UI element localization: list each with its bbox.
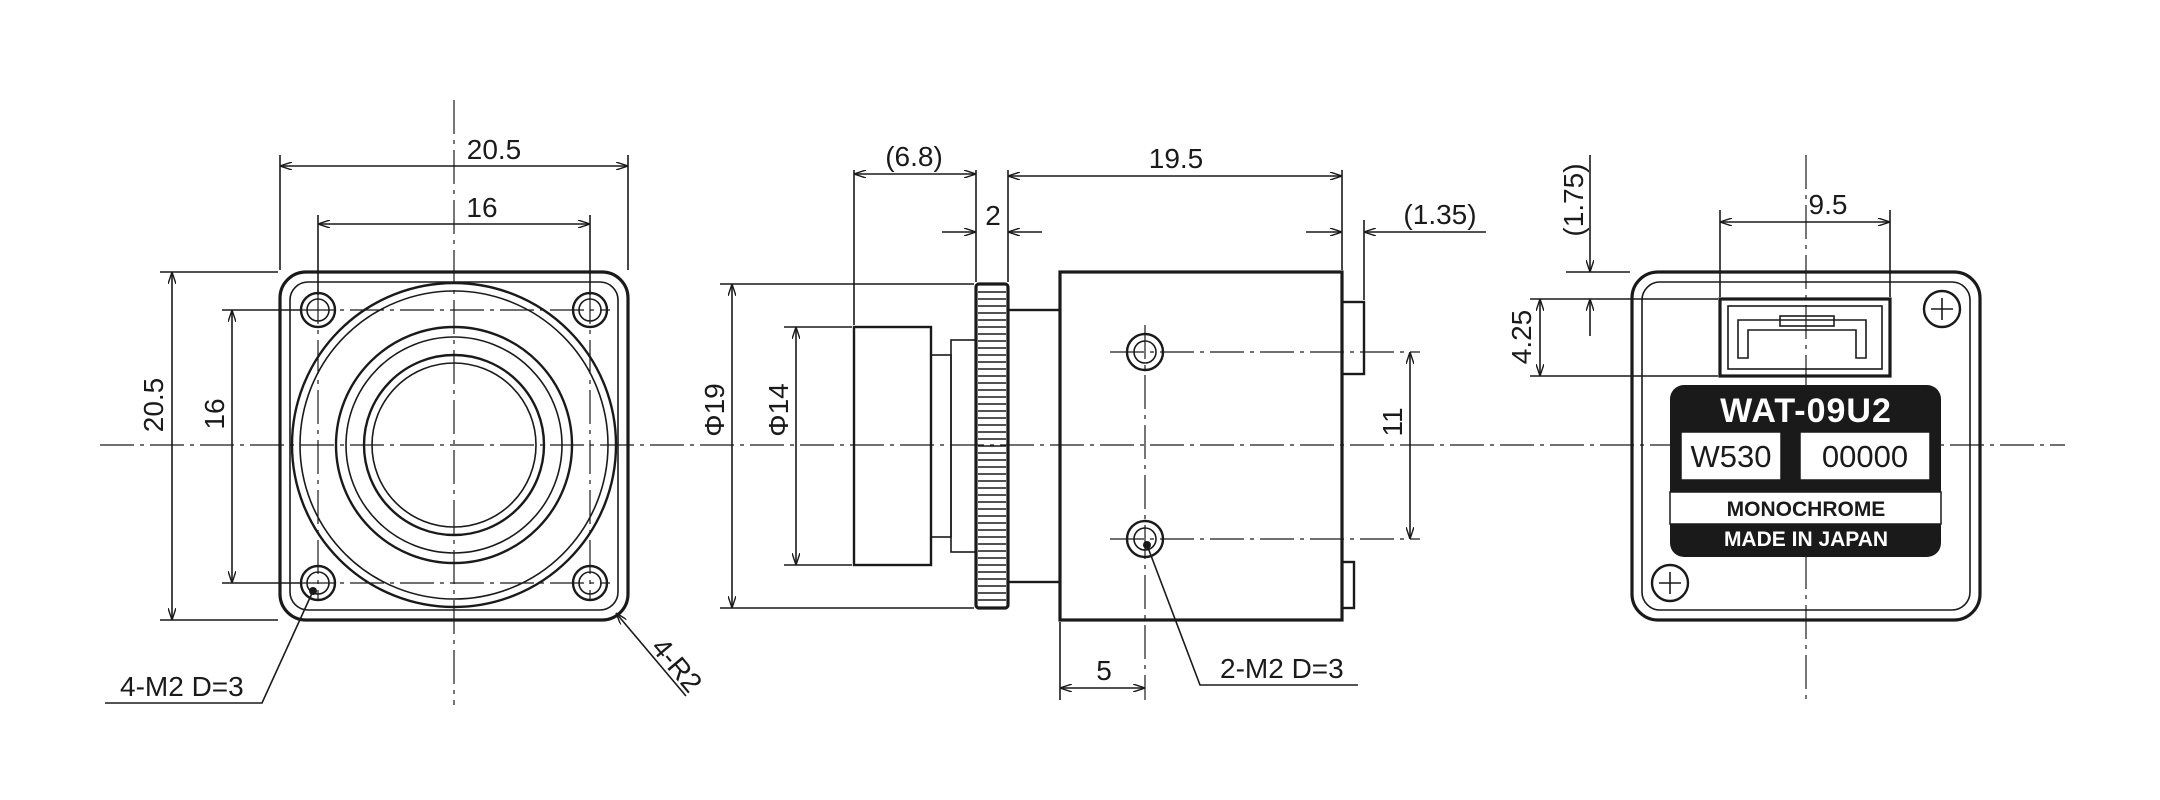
rear-view: WAT-09U2 W530 00000 MONOCHROME MADE IN J… — [1506, 155, 1982, 705]
front-mount-ring-outer — [290, 281, 618, 609]
rear-body-outline — [1630, 270, 1982, 622]
side-dim-lens-diameter: Φ14 — [763, 383, 794, 436]
rear-usb-connector-contacts — [1779, 315, 1835, 327]
rear-label-model: WAT-09U2 — [1720, 392, 1892, 430]
side-lens-barrel — [852, 325, 933, 567]
front-view: 20.5 16 20.5 16 4-M2 D=3 4-R2 — [105, 100, 708, 705]
side-dim-body-length: 19.5 — [1149, 143, 1204, 174]
front-callout-corner-radius: 4-R2 — [645, 632, 708, 698]
rear-usb-connector-tongue — [1737, 319, 1867, 359]
side-dim-ring-diameter: Φ19 — [699, 383, 730, 436]
rear-body-inner-outline — [1641, 281, 1971, 611]
side-leader-holes — [1146, 544, 1358, 686]
front-lens-mid — [345, 336, 563, 554]
rear-screw-bottom-left-icon — [1650, 563, 1690, 603]
side-callout-holes: 2-M2 D=3 — [1220, 653, 1344, 684]
rear-label-white-band — [1669, 491, 1942, 525]
rear-label-box-left — [1680, 431, 1782, 481]
front-body-outline — [278, 270, 630, 622]
side-dim-hole-spacing: 11 — [1377, 407, 1408, 436]
side-lens-flange — [950, 339, 977, 553]
side-connector-top — [1340, 300, 1366, 376]
front-mount-ring-inner — [299, 290, 609, 600]
side-body — [1058, 270, 1344, 622]
rear-dim-connector-width: 9.5 — [1809, 189, 1848, 220]
front-dim-width-outer: 20.5 — [467, 134, 522, 165]
rear-label-code-left: W530 — [1691, 439, 1772, 474]
side-dim-hole-offset: 5 — [1096, 655, 1112, 686]
front-lens-outer — [334, 325, 574, 565]
front-dim-height-outer: 20.5 — [138, 378, 169, 433]
side-dim-lens-length: (6.8) — [885, 141, 943, 172]
side-dim-connector-protrusion: (1.35) — [1403, 199, 1476, 230]
rear-label-box-right — [1799, 431, 1931, 481]
side-mount-step — [1006, 308, 1062, 584]
rear-dim-connector-height: 4.25 — [1506, 310, 1537, 365]
side-connector-bottom — [1340, 560, 1356, 610]
rear-screw-top-right-icon — [1922, 289, 1962, 329]
front-dim-height-holes: 16 — [199, 398, 230, 429]
side-view: (6.8) 2 19.5 (1.35) Φ19 Φ14 11 5 2-M2 D=… — [699, 141, 1486, 700]
front-callout-mount-holes: 4-M2 D=3 — [120, 671, 244, 702]
rear-usb-connector-inner — [1727, 305, 1883, 370]
front-lens-aperture — [371, 362, 537, 528]
rear-usb-connector — [1718, 297, 1892, 378]
front-dim-width-holes: 16 — [466, 192, 497, 223]
rear-dim-connector-offset: (1.75) — [1558, 163, 1589, 236]
side-lens-neck — [930, 354, 952, 538]
side-dim-ring-width: 2 — [985, 200, 1001, 231]
rear-label-line2: MADE IN JAPAN — [1724, 528, 1888, 551]
front-leader-mount-holes — [105, 590, 314, 704]
front-leader-corner-radius — [616, 613, 687, 697]
rear-label-code-right: 00000 — [1822, 439, 1908, 474]
side-knurl-lines — [978, 291, 1006, 601]
rear-label-line1: MONOCHROME — [1727, 498, 1886, 521]
front-lens-inner — [362, 353, 546, 537]
